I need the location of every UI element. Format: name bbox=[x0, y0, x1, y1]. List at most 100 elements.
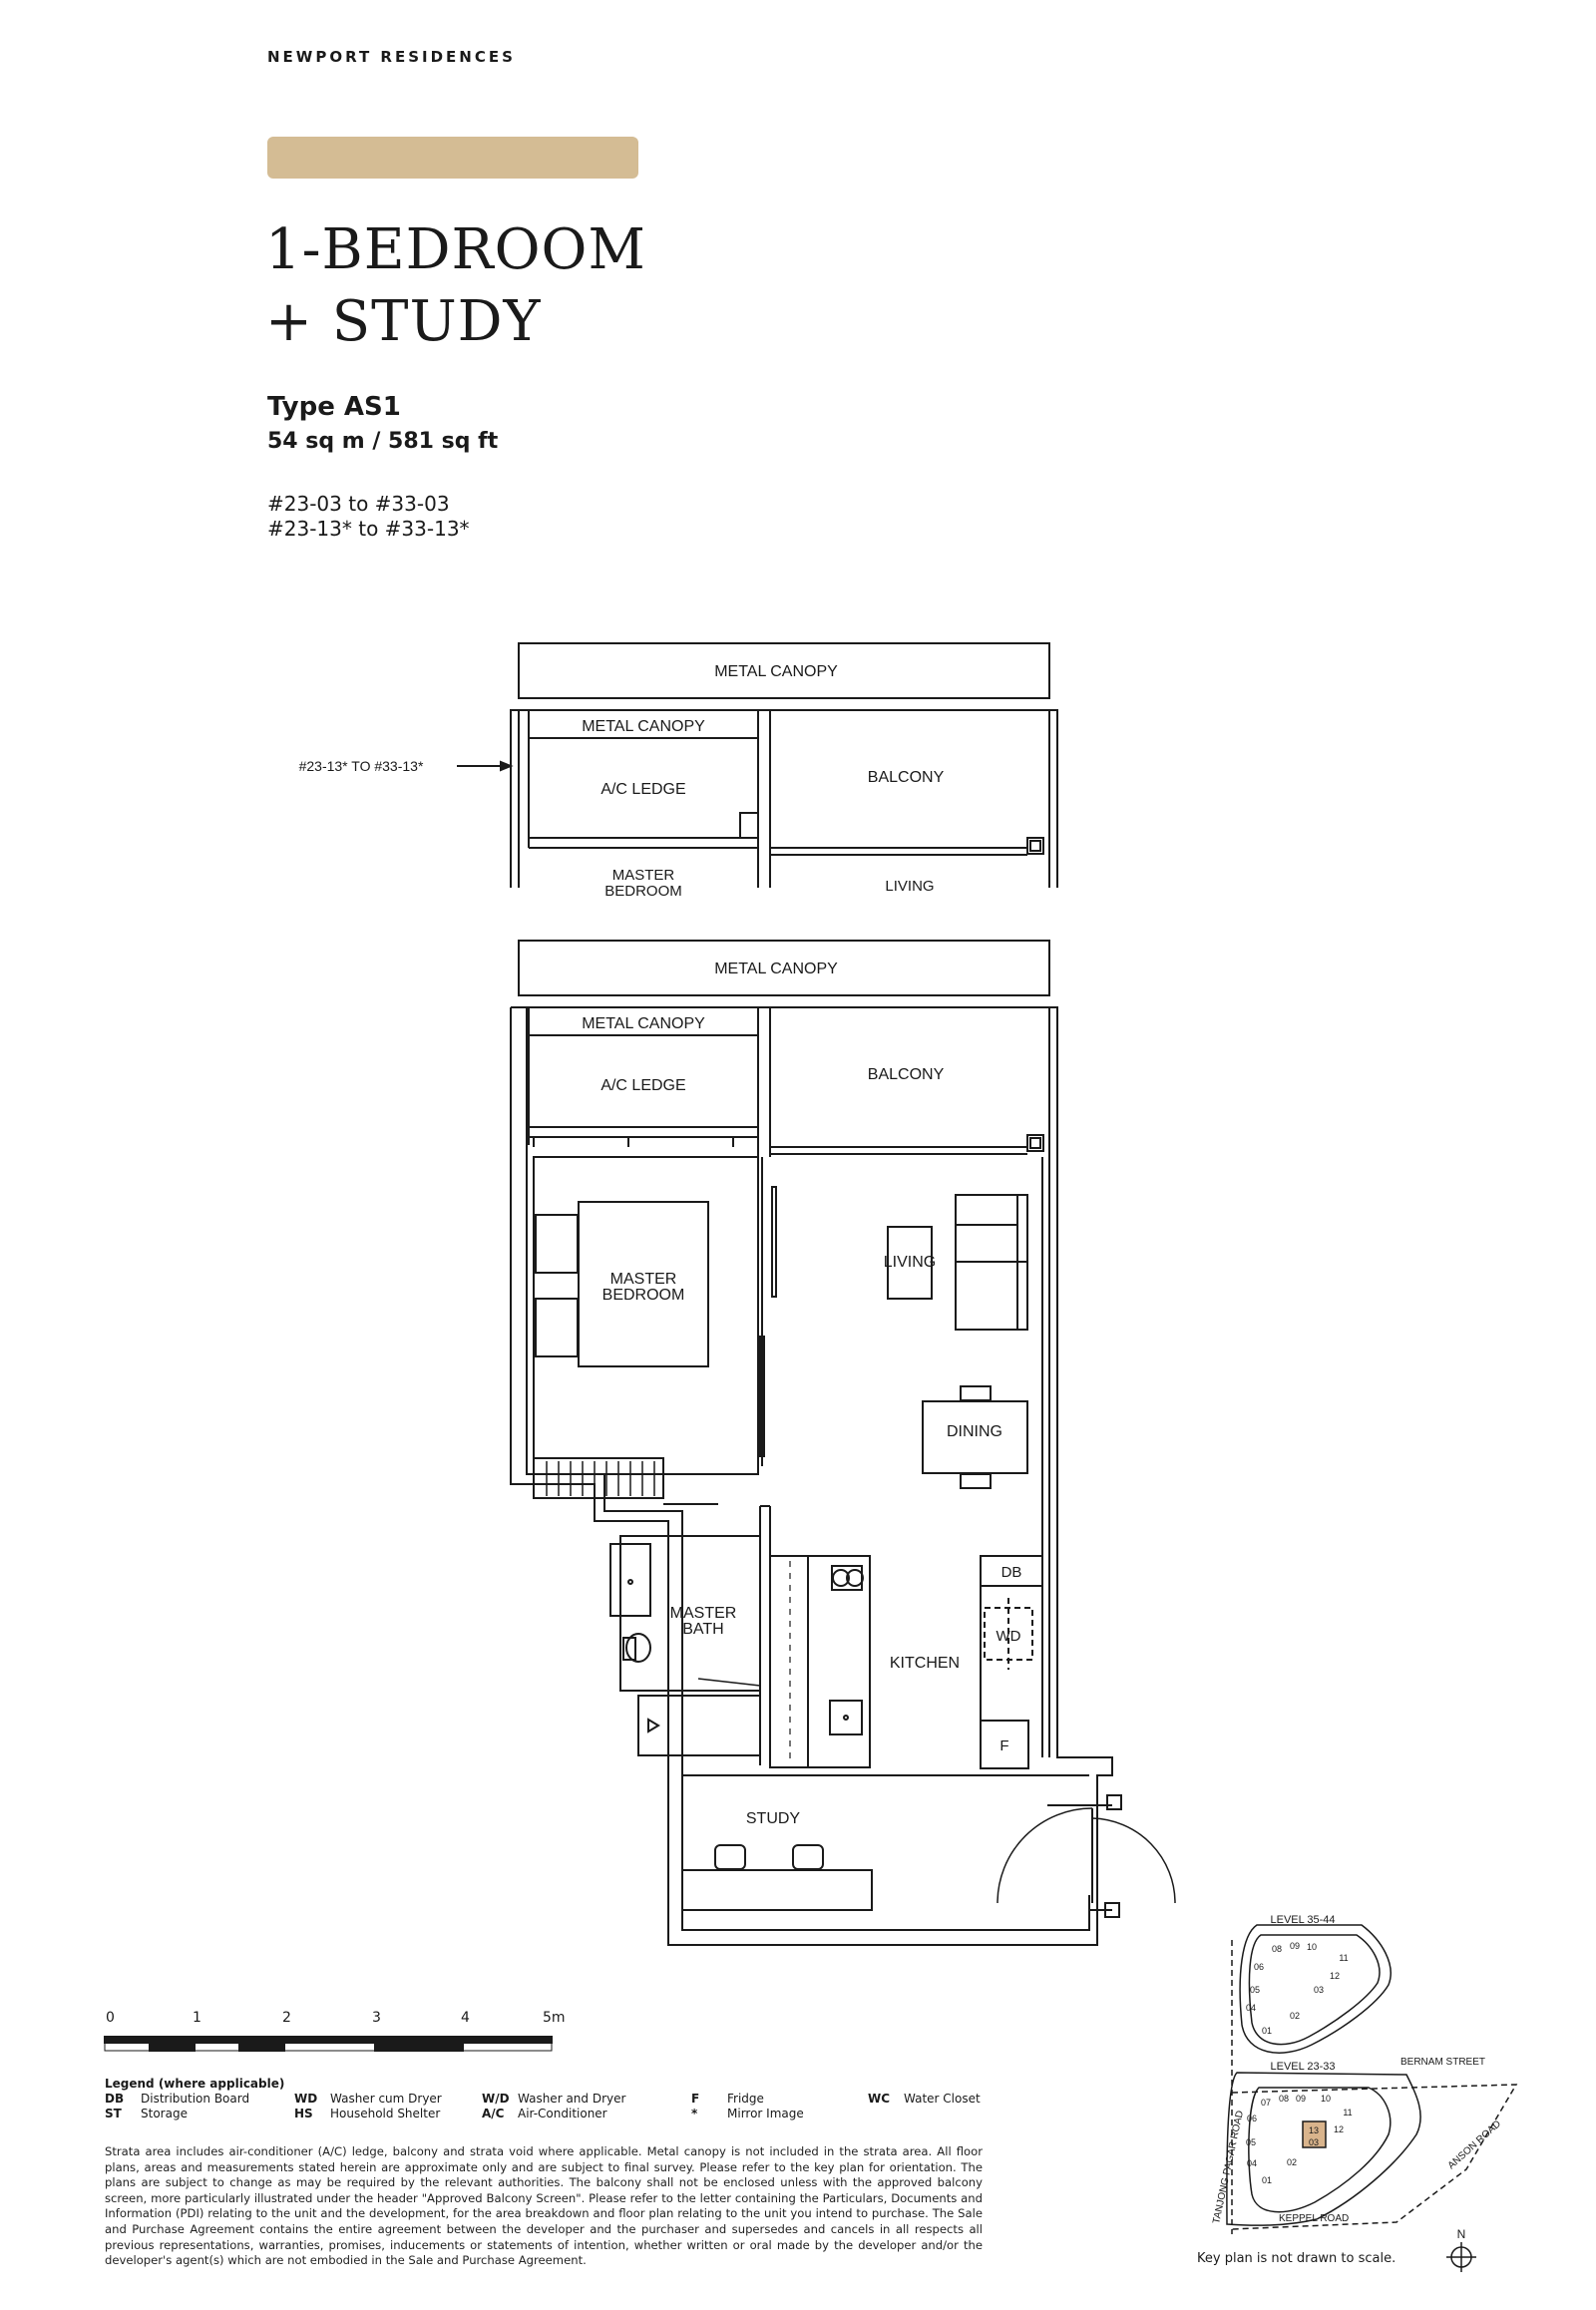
disclaimer-text: Strata area includes air-conditioner (A/… bbox=[105, 2144, 983, 2268]
highlighted-unit bbox=[1302, 2120, 1327, 2148]
svg-text:12: 12 bbox=[1334, 2124, 1344, 2134]
svg-text:11: 11 bbox=[1339, 1953, 1348, 1963]
svg-text:09: 09 bbox=[1296, 2094, 1306, 2104]
svg-text:02: 02 bbox=[1290, 2011, 1300, 2021]
kitchen-sink bbox=[829, 1700, 863, 1735]
entrance-door-swing bbox=[997, 1807, 1093, 1904]
scale-bar bbox=[104, 2036, 553, 2052]
keyplan-road-3: ANSON ROAD bbox=[1446, 2118, 1503, 2171]
bedside-table-2 bbox=[535, 1298, 579, 1357]
unit-area: 54 sq m / 581 sq ft bbox=[267, 429, 499, 454]
mirror-arrow bbox=[500, 760, 514, 772]
keyplan-note: Key plan is not drawn to scale. bbox=[1197, 2251, 1396, 2266]
scale-label-1: 1 bbox=[193, 2010, 201, 2026]
dining-label: DINING bbox=[947, 1423, 1002, 1440]
wardrobe bbox=[533, 1457, 664, 1499]
svg-text:11: 11 bbox=[1343, 2108, 1352, 2118]
inner-wall bbox=[526, 1007, 1090, 1931]
mirror-master-label-2: BEDROOM bbox=[604, 883, 682, 900]
svg-text:04: 04 bbox=[1246, 2003, 1256, 2013]
svg-text:01: 01 bbox=[1262, 2175, 1272, 2185]
unit-range-2: #23-13* to #33-13* bbox=[267, 517, 470, 541]
keyplan-road-4: KEPPEL ROAD bbox=[1279, 2213, 1349, 2224]
fridge bbox=[980, 1720, 1029, 1769]
svg-text:07: 07 bbox=[1261, 2098, 1271, 2108]
svg-text:13: 13 bbox=[1309, 2125, 1319, 2135]
canopy-inner-label: METAL CANOPY bbox=[582, 1015, 705, 1032]
mirror-living-label: LIVING bbox=[885, 878, 934, 895]
study-chair-2 bbox=[792, 1844, 824, 1870]
svg-text:12: 12 bbox=[1330, 1971, 1340, 1981]
master-bath-label-1: MASTER bbox=[670, 1605, 737, 1622]
north-label: N bbox=[1457, 2227, 1466, 2241]
scale-label-0: 0 bbox=[106, 2010, 115, 2026]
dining-chair-bottom bbox=[960, 1473, 992, 1489]
keyplan-unit-numbers: 08 09 10 11 12 06 05 04 03 02 01 07 08 0… bbox=[1246, 1941, 1353, 2185]
svg-text:10: 10 bbox=[1307, 1942, 1317, 1952]
mirror-ac-ledge-label: A/C LEDGE bbox=[600, 781, 685, 798]
mirror-plan-fragment: METAL CANOPY METAL CANOPY A/C LEDGE BALC… bbox=[299, 642, 1058, 900]
master-bedroom-label-2: BEDROOM bbox=[602, 1287, 685, 1304]
scale-label-4: 4 bbox=[461, 2010, 470, 2026]
balcony-label: BALCONY bbox=[868, 1066, 945, 1083]
kitchen-counter bbox=[769, 1555, 871, 1768]
master-bedroom-room bbox=[533, 1156, 759, 1475]
title-line-1: 1-BEDROOM bbox=[265, 217, 646, 282]
master-bath-label-2: BATH bbox=[682, 1621, 723, 1638]
svg-text:08: 08 bbox=[1272, 1944, 1282, 1954]
svg-text:09: 09 bbox=[1290, 1941, 1300, 1951]
unit-range-1: #23-03 to #33-03 bbox=[267, 492, 450, 516]
mirror-outline bbox=[510, 709, 1058, 888]
db-label: DB bbox=[1001, 1564, 1022, 1581]
scale-label-3: 3 bbox=[372, 2010, 381, 2026]
mirror-unit-note: #23-13* TO #33-13* bbox=[299, 758, 424, 774]
title-line-2: + STUDY bbox=[265, 289, 542, 354]
metal-canopy-outline-top bbox=[518, 642, 1050, 699]
toilet bbox=[625, 1633, 651, 1663]
fridge-label: F bbox=[999, 1737, 1008, 1754]
unit-range: #23-03 to #33-03 #23-13* to #33-13* bbox=[267, 492, 470, 542]
svg-text:03: 03 bbox=[1314, 1985, 1324, 1995]
brand-name: NEWPORT RESIDENCES bbox=[267, 48, 516, 66]
svg-text:02: 02 bbox=[1287, 2157, 1297, 2167]
svg-text:04: 04 bbox=[1247, 2158, 1257, 2168]
db-box bbox=[980, 1555, 1043, 1587]
mirror-canopy-label: METAL CANOPY bbox=[582, 718, 705, 735]
canopy-label: METAL CANOPY bbox=[714, 961, 838, 977]
vanity bbox=[609, 1543, 651, 1617]
mirror-balcony-label: BALCONY bbox=[868, 769, 945, 786]
legend-item: *Mirror Image bbox=[691, 2107, 804, 2120]
master-bedroom-label-1: MASTER bbox=[610, 1271, 677, 1288]
svg-text:03: 03 bbox=[1309, 2137, 1319, 2147]
main-plan: METAL CANOPY METAL CANOPY A/C LEDGE BALC… bbox=[510, 940, 1176, 1946]
keyplan-road-1: BERNAM STREET bbox=[1400, 2057, 1485, 2068]
svg-text:08: 08 bbox=[1279, 2094, 1289, 2104]
svg-text:06: 06 bbox=[1254, 1962, 1264, 1972]
ac-ledge-label: A/C LEDGE bbox=[600, 1077, 685, 1094]
scale-label-5: 5m bbox=[543, 2010, 566, 2026]
kitchen-label: KITCHEN bbox=[890, 1655, 960, 1672]
svg-text:06: 06 bbox=[1247, 2114, 1257, 2123]
wd-label: WD bbox=[997, 1628, 1021, 1645]
keyplan-upper-level: LEVEL 35-44 bbox=[1270, 1914, 1335, 1926]
unit-category-title: 1-BEDROOM + STUDY bbox=[265, 214, 646, 358]
scale-label-2: 2 bbox=[282, 2010, 291, 2026]
metal-canopy-outline bbox=[518, 940, 1050, 996]
svg-text:05: 05 bbox=[1246, 2137, 1256, 2147]
keyplan-lower-level: LEVEL 23-33 bbox=[1270, 2061, 1335, 2073]
study-chair-1 bbox=[714, 1844, 746, 1870]
living-label: LIVING bbox=[884, 1254, 936, 1271]
legend-title: Legend (where applicable) bbox=[105, 2077, 285, 2091]
svg-text:01: 01 bbox=[1262, 2026, 1272, 2036]
study-desk bbox=[681, 1869, 873, 1911]
study-label: STUDY bbox=[746, 1810, 801, 1827]
armchair bbox=[887, 1226, 933, 1300]
